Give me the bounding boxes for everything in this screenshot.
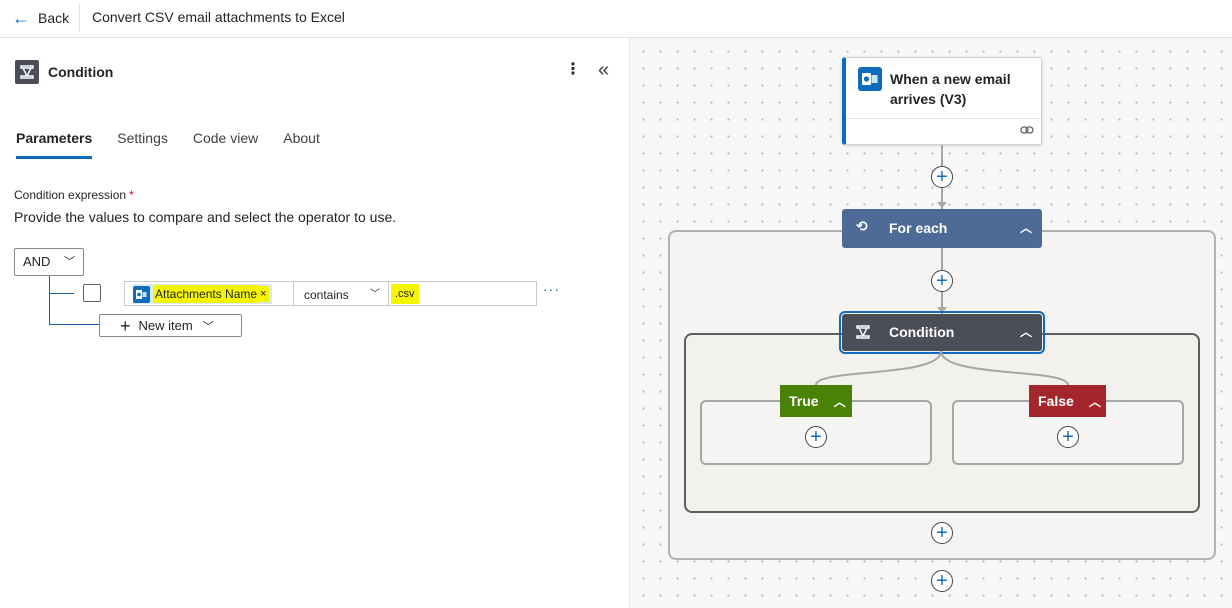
required-mark: *: [129, 188, 134, 202]
trigger-title: When a new email arrives (V3): [890, 71, 1011, 107]
row-more-button[interactable]: ···: [543, 281, 560, 297]
designer-canvas[interactable]: When a new email arrives (V3) + ⟲ For ea…: [629, 38, 1232, 608]
condition-icon: [854, 323, 872, 341]
tree-line: [49, 293, 74, 294]
condition-expression-text: Condition expression: [14, 188, 127, 202]
condition-action[interactable]: Condition ︿: [839, 311, 1045, 354]
chevron-up-icon[interactable]: ︿: [1019, 221, 1032, 235]
true-branch-header[interactable]: True ︿: [780, 385, 852, 417]
top-bar: ← Back Convert CSV email attachments to …: [0, 0, 1232, 38]
condition-description: Provide the values to compare and select…: [14, 209, 397, 225]
loop-icon: ⟲: [856, 218, 868, 234]
divider: [846, 118, 1042, 119]
back-button[interactable]: ← Back: [12, 8, 69, 28]
panel-tabs: Parameters Settings Code view About: [16, 130, 345, 159]
condition-label: Condition: [889, 324, 955, 340]
branch-connector-false: [940, 350, 1069, 386]
trigger-card[interactable]: When a new email arrives (V3): [842, 57, 1042, 145]
plus-circle-icon[interactable]: +: [931, 522, 953, 544]
divider: [79, 4, 80, 32]
tree-line: [49, 324, 99, 325]
details-panel: Condition ⋮ « Parameters Settings Code v…: [0, 38, 629, 608]
token-label: Attachments Name: [153, 285, 260, 303]
value-input[interactable]: .csv: [391, 284, 419, 304]
operator-select[interactable]: contains ﹀: [293, 282, 389, 305]
plus-circle-icon[interactable]: +: [1057, 426, 1079, 448]
branch-connectors: [815, 350, 1069, 386]
group-operator-value: AND: [23, 254, 51, 269]
arrow-left-icon: ←: [12, 8, 30, 28]
chevron-down-icon: ﹀: [370, 289, 380, 300]
chevron-up-icon: ︿: [1088, 394, 1101, 409]
tab-parameters[interactable]: Parameters: [16, 130, 93, 159]
outlook-icon: [133, 285, 150, 303]
remove-token-button[interactable]: ×: [259, 286, 270, 302]
link-icon: [1020, 124, 1034, 138]
plus-circle-icon[interactable]: +: [805, 426, 827, 448]
flow-title: Convert CSV email attachments to Excel: [92, 9, 345, 25]
false-branch-header[interactable]: False ︿: [1029, 385, 1106, 417]
outlook-icon: [858, 67, 882, 91]
row-checkbox[interactable]: [83, 284, 101, 302]
chevron-down-icon: ﹀: [202, 320, 214, 333]
foreach-label: For each: [889, 220, 948, 236]
condition-expression-label: Condition expression*: [14, 188, 134, 202]
tab-about[interactable]: About: [283, 130, 320, 146]
condition-row: Attachments Name × contains ﹀ .csv: [124, 281, 537, 306]
true-label: True: [789, 393, 819, 409]
tab-settings[interactable]: Settings: [117, 130, 168, 146]
tab-code-view[interactable]: Code view: [192, 130, 259, 146]
operator-value: contains: [304, 288, 349, 302]
foreach-action[interactable]: ⟲ For each ︿: [842, 209, 1042, 248]
back-label: Back: [38, 10, 70, 26]
more-vertical-icon[interactable]: ⋮: [565, 61, 581, 78]
panel-title: Condition: [48, 64, 114, 80]
plus-circle-icon[interactable]: +: [931, 270, 953, 292]
connector-arrow: [937, 307, 947, 313]
chevron-up-icon[interactable]: ︿: [1019, 325, 1032, 339]
double-chevron-left-icon[interactable]: «: [598, 59, 610, 81]
plus-circle-icon[interactable]: +: [931, 570, 953, 592]
plus-icon: +: [120, 315, 131, 336]
condition-icon: [15, 60, 39, 84]
false-label: False: [1038, 393, 1074, 409]
branch-connector-true: [815, 350, 942, 386]
chevron-up-icon: ︿: [833, 394, 846, 409]
connector-arrow: [937, 202, 947, 208]
new-item-button[interactable]: + New item ﹀: [99, 314, 242, 337]
group-operator-select[interactable]: AND ﹀: [14, 248, 84, 276]
chevron-down-icon: ﹀: [64, 256, 75, 268]
dynamic-token[interactable]: Attachments Name ×: [133, 284, 273, 304]
new-item-label: New item: [138, 318, 193, 333]
tree-line: [49, 276, 50, 324]
plus-circle-icon[interactable]: +: [931, 166, 953, 188]
